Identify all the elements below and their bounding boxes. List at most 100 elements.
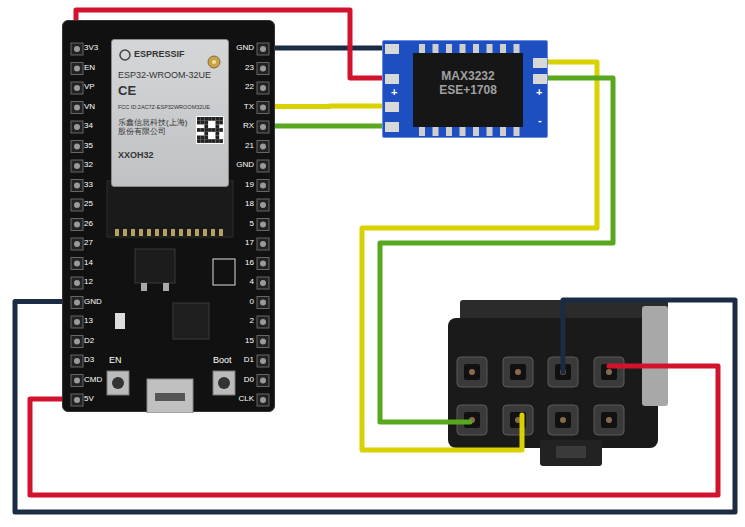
qr-cell [204,117,208,121]
castellated-pad [195,229,199,236]
pin-cavity [457,357,487,387]
solder-pad [385,44,399,54]
ic-pin [446,44,452,53]
qr-cell [204,139,208,143]
pin-label: 33 [84,180,93,189]
qr-cell [219,128,223,132]
qr-cell [201,128,205,132]
connector-housing [448,300,668,466]
qr-cell [208,117,212,121]
solder-pad [533,74,547,84]
qr-cell [212,117,216,121]
header-hole [74,163,80,169]
header-pin [257,121,269,133]
header-pin [257,336,269,348]
node-artwork [112,40,230,188]
header-hole [74,358,80,364]
header-hole [260,378,266,384]
header-pin [71,121,83,133]
header-hole [74,241,80,247]
qr-cell [219,121,223,125]
header-pin [257,141,269,153]
header-hole [260,280,266,286]
qr-cell [204,124,208,128]
housing-body [448,318,658,448]
qr-cell [201,136,205,140]
qr-cell [204,128,208,132]
castellated-pad [123,229,127,236]
pin-label: GND [228,43,254,52]
pin-label: CMD [84,375,102,384]
chip-marking: MAX3232 ESE+1708 [423,69,513,97]
header-hole [74,319,80,325]
pin-cavity-inner [464,364,480,380]
ic-pin [487,44,493,53]
header-hole [260,85,266,91]
castellated-pad [219,229,223,236]
pin-contact [606,369,612,375]
solder-pad [385,122,399,132]
header-pin [257,277,269,289]
header-hole [74,261,80,267]
pin-cavity [548,405,578,435]
smd-led [115,313,125,329]
pin-label: TX [228,102,254,111]
header-pin [71,316,83,328]
qr-cell [216,132,220,136]
pin-label: VP [84,82,95,91]
castellated-pad [155,229,159,236]
pin-contact [560,417,566,423]
pin-label: 12 [84,277,93,286]
header-pin [257,316,269,328]
header-pin [71,219,83,231]
qr-cell [212,128,216,132]
header-hole [260,183,266,189]
voltage-regulator [135,249,175,283]
header-pin [71,43,83,55]
solder-pad [385,102,399,112]
certification-mark: CE [118,84,136,99]
pin-contact [515,369,521,375]
pin-label: 13 [84,316,93,325]
pin-cavity [594,405,624,435]
header-hole [260,319,266,325]
ic-pin [473,127,479,136]
pin-label: 0 [228,297,254,306]
usb-opening [155,393,185,401]
header-pin [71,82,83,94]
castellated-pad [211,229,215,236]
pin-cavity [503,357,533,387]
header-pin [257,63,269,75]
pin-label: 21 [228,141,254,150]
header-hole [260,144,266,150]
header-hole [74,300,80,306]
qr-cell [216,136,220,140]
pin-label: D3 [84,355,94,364]
header-hole [74,222,80,228]
header-hole [74,144,80,150]
ic-pin [487,127,493,136]
castellated-pad [187,229,191,236]
antenna-connector [208,56,220,68]
pin-label: D1 [228,355,254,364]
header-pin [257,199,269,211]
pin-label: 35 [84,141,93,150]
header-hole [260,66,266,72]
button-cap [112,377,124,389]
housing-latch [642,306,668,406]
usb-bridge-chip [173,303,209,339]
polarity-mark: - [538,114,542,127]
button-cap [218,377,230,389]
pin-label: 25 [84,199,93,208]
pin-label: 2 [228,316,254,325]
header-pin [71,277,83,289]
header-pin [257,258,269,270]
pin-label: 4 [228,277,254,286]
header-hole [260,241,266,247]
header-pin [71,102,83,114]
qr-cell [216,121,220,125]
qr-cell [197,128,201,132]
antenna-connector-pin [212,60,216,64]
lot-code: XXOH32 [118,150,154,160]
header-pin [257,375,269,387]
